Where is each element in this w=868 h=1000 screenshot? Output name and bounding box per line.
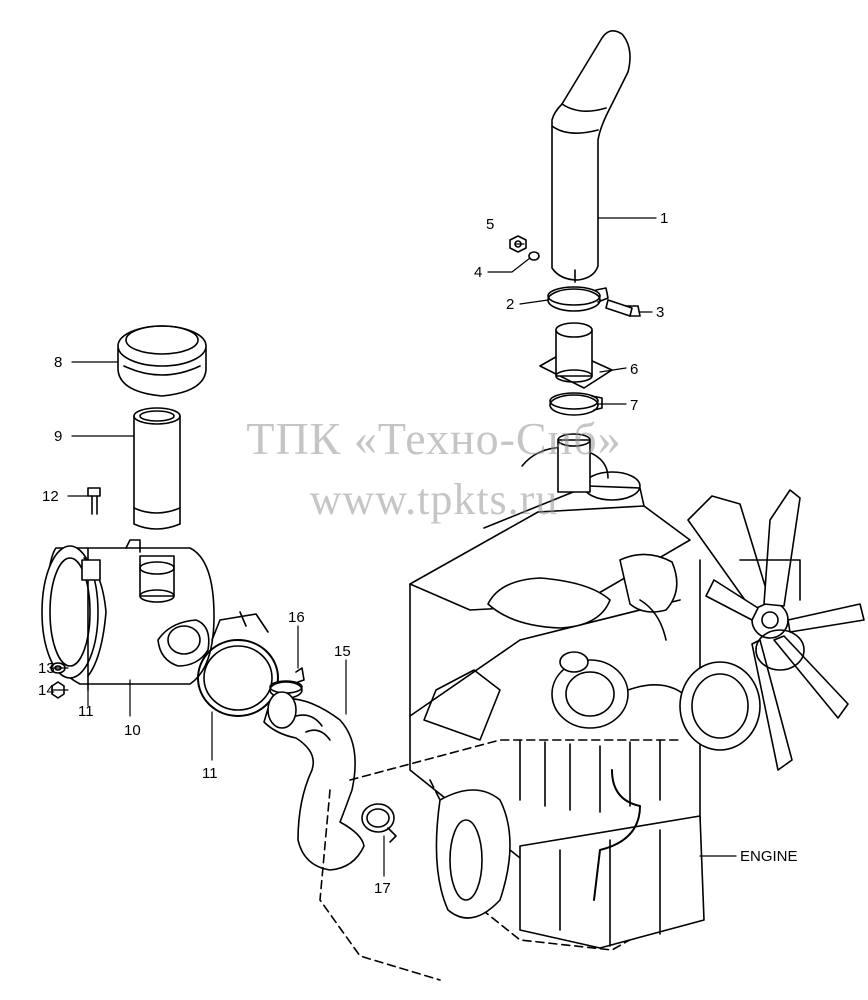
callout-10: 10 xyxy=(124,722,141,739)
callout-2: 2 xyxy=(506,296,514,313)
callout-13: 13 xyxy=(38,660,55,677)
callout-5: 5 xyxy=(486,216,494,233)
callout-3: 3 xyxy=(656,304,664,321)
callout-9: 9 xyxy=(54,428,62,445)
adapter xyxy=(539,322,613,389)
fan xyxy=(687,489,865,771)
callout-11-left: 11 xyxy=(78,703,94,720)
engine xyxy=(319,433,865,981)
leader-lines xyxy=(50,217,737,877)
callout-4: 4 xyxy=(474,264,482,281)
callout-14: 14 xyxy=(38,682,55,699)
clamp-7 xyxy=(549,392,603,416)
air-cleaner-cap xyxy=(117,325,207,397)
intake-pipe xyxy=(133,407,181,530)
engine-label: ENGINE xyxy=(740,848,798,865)
exhaust-pipe xyxy=(551,30,631,283)
callout-7: 7 xyxy=(630,397,638,414)
air-cleaner xyxy=(41,539,215,691)
callout-17: 17 xyxy=(374,880,391,897)
callout-8: 8 xyxy=(54,354,62,371)
bolt-3 xyxy=(605,299,641,317)
bolt-12 xyxy=(87,487,101,515)
clamp-2 xyxy=(547,286,609,312)
callout-16: 16 xyxy=(288,609,305,626)
hose-clamp-17 xyxy=(361,803,397,843)
mounting-band xyxy=(197,611,279,717)
washer xyxy=(528,251,540,261)
callout-labels: 1 5 4 2 3 6 7 8 9 10 11 11 12 13 14 15 1… xyxy=(38,210,798,897)
callout-6: 6 xyxy=(630,361,638,378)
callout-12: 12 xyxy=(42,488,59,505)
callout-11-right: 11 xyxy=(202,765,218,782)
intake-hose xyxy=(263,691,365,871)
callout-15: 15 xyxy=(334,643,351,660)
callout-1: 1 xyxy=(660,210,668,227)
